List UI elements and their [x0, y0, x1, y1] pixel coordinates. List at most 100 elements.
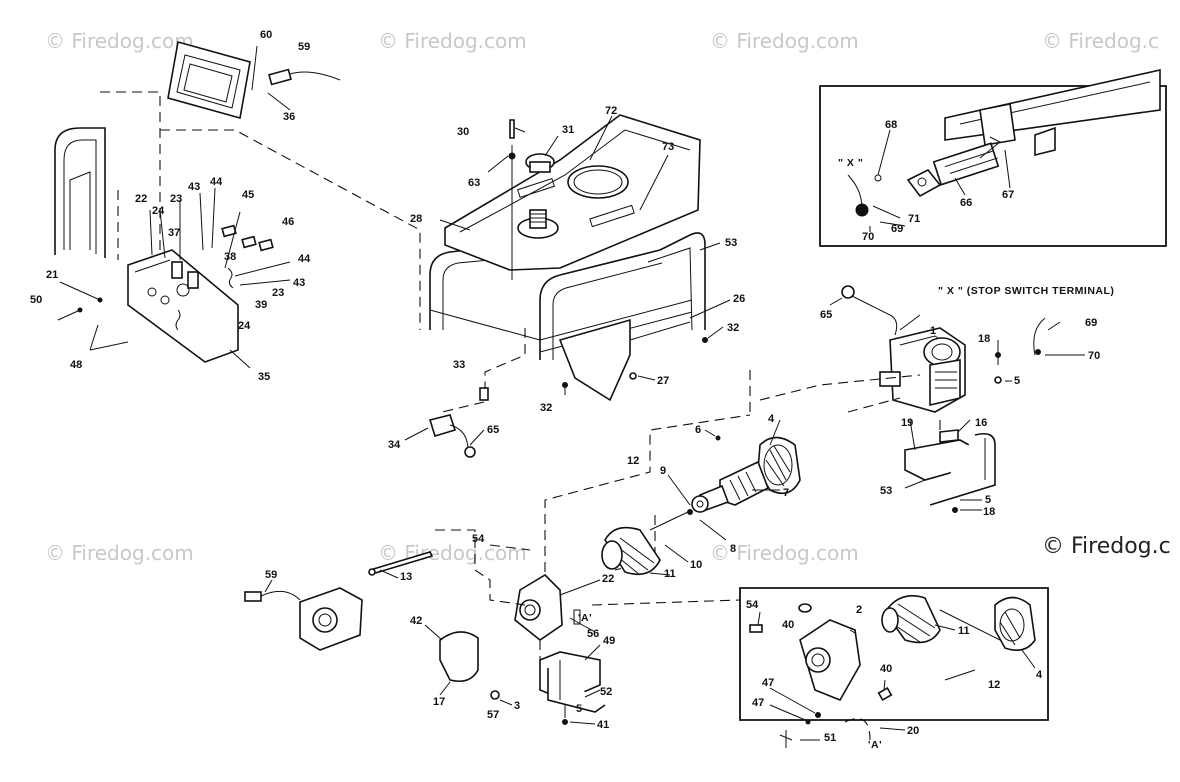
callout-22: 22: [135, 193, 147, 205]
callout-18: 18: [978, 333, 990, 345]
callout-45: 45: [242, 189, 254, 201]
callout-44: 44: [210, 176, 223, 188]
watermark: © Firedog.com: [45, 541, 194, 565]
callout-32: 32: [727, 322, 739, 334]
outlet-box: [167, 40, 341, 120]
callout-12: 12: [627, 455, 639, 467]
callout-43: 43: [293, 277, 305, 289]
callout-46: 46: [282, 216, 294, 228]
engine-assembly: " X " (STOP SWITCH TERMINAL): [759, 285, 1114, 513]
callout-20: 20: [907, 725, 919, 737]
callout-1: 1: [930, 325, 936, 337]
callout-34: 34: [388, 439, 401, 451]
callout-7: 7: [783, 487, 789, 499]
callout-53: 53: [725, 237, 737, 249]
callout-59: 59: [298, 41, 310, 53]
callout-27: 27: [657, 375, 669, 387]
callout-2: 2: [856, 604, 862, 616]
callout-5: 5: [576, 703, 582, 715]
callout-54: 54: [746, 599, 759, 611]
detail-box-x: " X ": [819, 69, 1167, 247]
callout-73: 73: [662, 141, 674, 153]
callout-47: 47: [762, 677, 774, 689]
watermark: © Firedog.com: [710, 29, 859, 53]
callout-23: 23: [170, 193, 182, 205]
callout-57: 57: [487, 709, 499, 721]
callout-47: 47: [752, 697, 764, 709]
callout-32: 32: [540, 402, 552, 414]
callout-42: 42: [410, 615, 422, 627]
callout-44: 44: [298, 253, 311, 265]
stator-housing: [435, 370, 751, 670]
callout-67: 67: [1002, 189, 1014, 201]
callout-22: 22: [602, 573, 614, 585]
callout-65: 65: [820, 309, 832, 321]
watermark: © Firedog.c: [1042, 534, 1171, 559]
callout-9: 9: [660, 465, 666, 477]
x-ref-label: " X ": [838, 157, 863, 169]
callout-36: 36: [283, 111, 295, 123]
callout-52: 52: [600, 686, 612, 698]
callout-24: 24: [152, 205, 165, 217]
callout-69: 69: [1085, 317, 1097, 329]
callout-23: 23: [272, 287, 284, 299]
callout-6: 6: [695, 424, 701, 436]
callout-24: 24: [238, 320, 251, 332]
watermark: © Firedog.com: [710, 541, 859, 565]
callout-16: 16: [975, 417, 987, 429]
callout-33: 33: [453, 359, 465, 371]
stop-switch-note: " X " (STOP SWITCH TERMINAL): [938, 285, 1114, 297]
callout-40: 40: [782, 619, 794, 631]
callout-10: 10: [690, 559, 702, 571]
callout-56: 56: [587, 628, 599, 640]
callout-72: 72: [605, 105, 617, 117]
callout-70: 70: [862, 231, 874, 243]
callout-28: 28: [410, 213, 422, 225]
callout-71: 71: [908, 213, 920, 225]
callout-4: 4: [768, 413, 775, 425]
callout-66: 66: [960, 197, 972, 209]
callout-13: 13: [400, 571, 412, 583]
callout-59: 59: [265, 569, 277, 581]
callout-37: 37: [168, 227, 180, 239]
callout-18: 18: [983, 506, 995, 518]
callout-3: 3: [514, 700, 520, 712]
a-ref-label: 'A': [868, 739, 882, 751]
callout-11: 11: [664, 568, 676, 580]
callout-17: 17: [433, 696, 445, 708]
callout-68: 68: [885, 119, 897, 131]
callout-60: 60: [260, 29, 272, 41]
watermark: © Firedog.com: [45, 29, 194, 53]
callout-39: 39: [255, 299, 267, 311]
callout-43: 43: [188, 181, 200, 193]
watermark: © Firedog.c: [1042, 29, 1159, 53]
callout-19: 19: [901, 417, 913, 429]
callout-65: 65: [487, 424, 499, 436]
callout-38: 38: [224, 251, 236, 263]
callout-53: 53: [880, 485, 892, 497]
callout-49: 49: [603, 635, 615, 647]
callout-12: 12: [988, 679, 1000, 691]
callout-11: 11: [958, 625, 970, 637]
key-switch: [404, 387, 489, 458]
callout-31: 31: [562, 124, 574, 136]
callout-40: 40: [880, 663, 892, 675]
callout-54: 54: [472, 533, 485, 545]
callout-50: 50: [30, 294, 42, 306]
callout-41: 41: [597, 719, 609, 731]
fuel-tank-frame: [429, 114, 731, 402]
callout-63: 63: [468, 177, 480, 189]
callout-69: 69: [891, 223, 903, 235]
callout-4: 4: [1036, 669, 1043, 681]
detail-box-a: 'A': [739, 587, 1049, 751]
callout-48: 48: [70, 359, 82, 371]
callout-5: 5: [985, 494, 991, 506]
callout-51: 51: [824, 732, 836, 744]
watermark: © Firedog.com: [378, 29, 527, 53]
callout-26: 26: [733, 293, 745, 305]
control-panel-group: [54, 91, 421, 369]
callout-8: 8: [730, 543, 736, 555]
callout-21: 21: [46, 269, 58, 281]
callout-70: 70: [1088, 350, 1100, 362]
